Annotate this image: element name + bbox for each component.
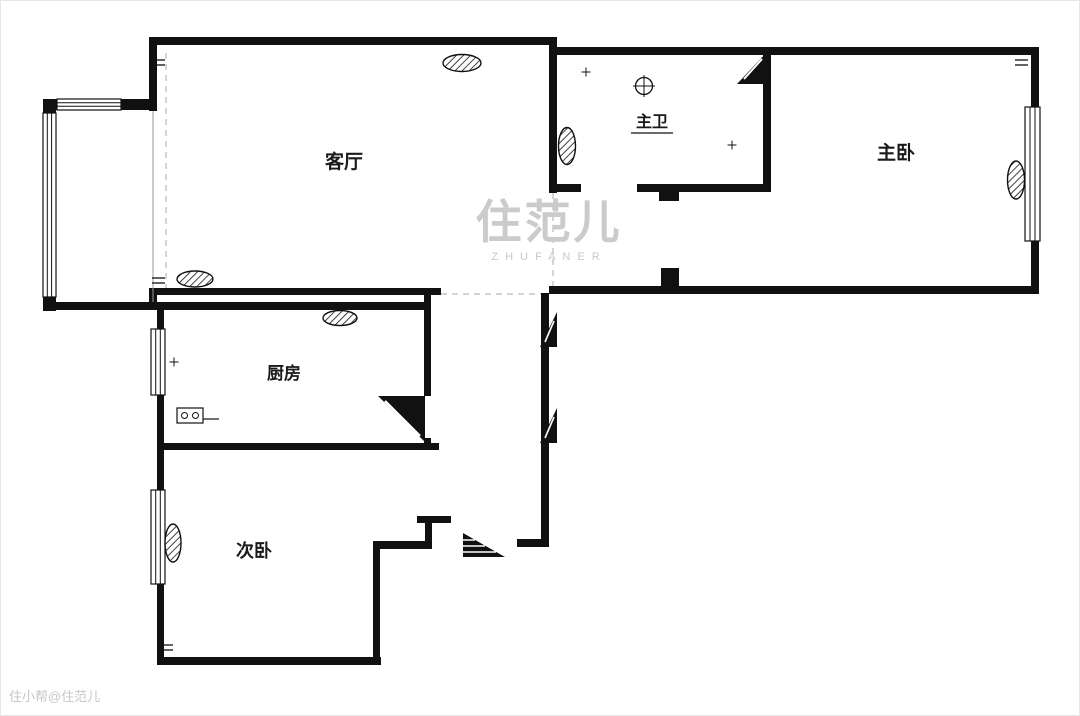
radiator-icon xyxy=(442,53,482,73)
wall-segments xyxy=(43,37,1039,665)
wall-kitchen-right-upper xyxy=(424,288,431,396)
wall-bath-bottom-left xyxy=(549,184,581,192)
wall-kitchen-top xyxy=(157,302,431,310)
wall-top-junction xyxy=(549,37,557,55)
wall-entry-right xyxy=(517,539,549,547)
wall-living-bath-divider xyxy=(549,47,557,193)
door-swing-bath xyxy=(737,52,767,84)
radiator-icon xyxy=(1006,160,1026,200)
corner-mark-icon xyxy=(1015,59,1028,66)
wall-bedroom-bottom xyxy=(549,286,1039,294)
door-swing-hall-upper xyxy=(540,312,557,347)
wall-entry-step-vertical-2 xyxy=(425,518,432,549)
corner-mark-icon xyxy=(160,644,173,651)
floor-drain-icon xyxy=(633,75,655,97)
wall-left-exterior xyxy=(157,302,164,664)
door-swing-hall-lower xyxy=(540,408,557,443)
entry-door-icon xyxy=(463,533,505,557)
drain-cross-icon xyxy=(727,140,737,150)
window-bedroom2-left xyxy=(150,489,166,585)
watermark-logo-subtext: ZHUFANER xyxy=(491,251,606,263)
wall-left-living-upper xyxy=(149,37,157,111)
wall-kitchen-bottom xyxy=(157,443,439,450)
wall-top-bedroom xyxy=(549,47,1039,55)
window-kitchen-left xyxy=(150,328,166,396)
wall-entry-step-horizontal xyxy=(373,541,432,549)
room-label-second-bedroom: 次卧 xyxy=(236,540,272,561)
radiator-icon xyxy=(557,126,577,166)
wall-balcony-bottom xyxy=(43,302,165,310)
room-label-master-bedroom: 主卧 xyxy=(877,142,915,164)
wall-bedroom2-bottom xyxy=(157,657,381,665)
drain-cross-icon xyxy=(169,357,179,367)
window-balcony-top xyxy=(56,98,122,111)
stove-icon xyxy=(176,407,219,424)
window-balcony-left xyxy=(42,112,57,298)
radiator-icon xyxy=(322,309,358,327)
door-swing-kitchen xyxy=(378,396,425,442)
wall-entry-step-vertical xyxy=(373,546,380,665)
radiators xyxy=(164,53,1026,563)
wall-bath-bottom-right xyxy=(637,184,771,192)
room-label-kitchen: 厨房 xyxy=(267,363,301,383)
wall-hall-central xyxy=(541,293,549,547)
radiator-icon xyxy=(164,523,182,563)
watermark-logo: 住范儿 xyxy=(476,196,623,248)
dashed-guides xyxy=(165,53,554,295)
wall-top-living xyxy=(149,37,557,45)
corner-mark-icon xyxy=(152,277,165,284)
corner-mark-icon xyxy=(152,59,165,66)
wall-bath-bedroom-divider xyxy=(763,47,771,191)
wall-entry-step-horizontal-2 xyxy=(417,516,451,523)
window-bedroom-right xyxy=(1024,106,1041,242)
room-label-living-room: 客厅 xyxy=(325,150,363,173)
watermark-credit: 住小帮@住范儿 xyxy=(9,689,100,704)
wall-bedroom-duct-notch xyxy=(661,268,679,286)
wall-bath-duct-notch xyxy=(659,184,679,201)
radiator-icon xyxy=(176,270,214,288)
room-label-master-bath: 主卫 xyxy=(636,112,668,131)
drain-cross-icon xyxy=(581,67,591,77)
wall-living-bottom xyxy=(149,288,441,295)
